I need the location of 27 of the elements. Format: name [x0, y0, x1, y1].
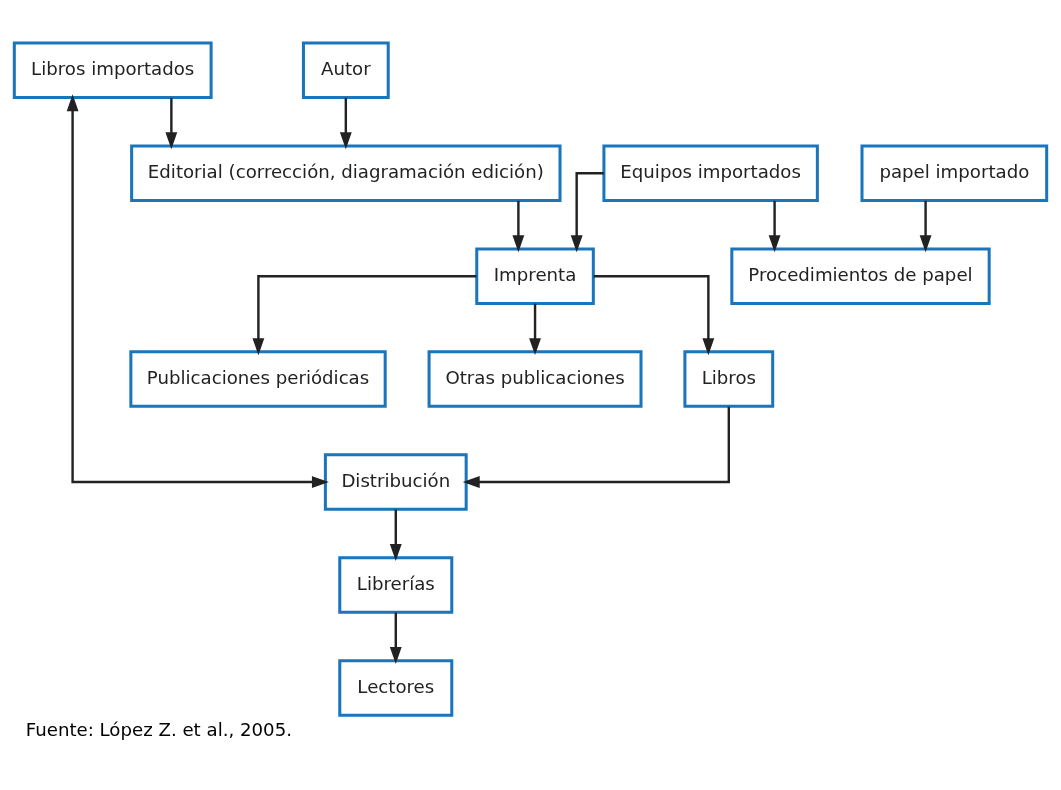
arrow: [165, 97, 178, 150]
node-box: Editorial (corrección, diagramación edición): [130, 144, 562, 202]
node-box: Autor: [301, 41, 390, 100]
caption: Fuente: López Z. et al., 2005.: [25, 718, 292, 740]
arrow: [252, 274, 477, 356]
node-box: Otras publicaciones: [427, 350, 643, 408]
node-box: Imprenta: [475, 247, 595, 305]
arrow: [529, 303, 541, 356]
arrow: [512, 200, 525, 253]
node-box: Lectores: [338, 659, 454, 717]
node-box: Libros importados: [12, 41, 213, 100]
arrow: [462, 406, 730, 488]
arrow: [66, 94, 329, 488]
node-box: Distribución: [323, 453, 468, 511]
arrow: [593, 274, 715, 356]
arrow: [389, 509, 402, 561]
node-box: Publicaciones periódicas: [129, 350, 387, 408]
arrow: [768, 200, 781, 253]
arrow: [570, 172, 604, 253]
node-box: Librerías: [338, 556, 454, 614]
node-box: Equipos importados: [602, 144, 819, 202]
node-box: Libros: [683, 350, 775, 408]
arrow: [389, 612, 402, 664]
node-box: Procedimientos de papel: [730, 247, 991, 305]
node-box: papel importado: [860, 144, 1049, 202]
arrow: [919, 200, 932, 253]
arrow: [339, 97, 352, 150]
